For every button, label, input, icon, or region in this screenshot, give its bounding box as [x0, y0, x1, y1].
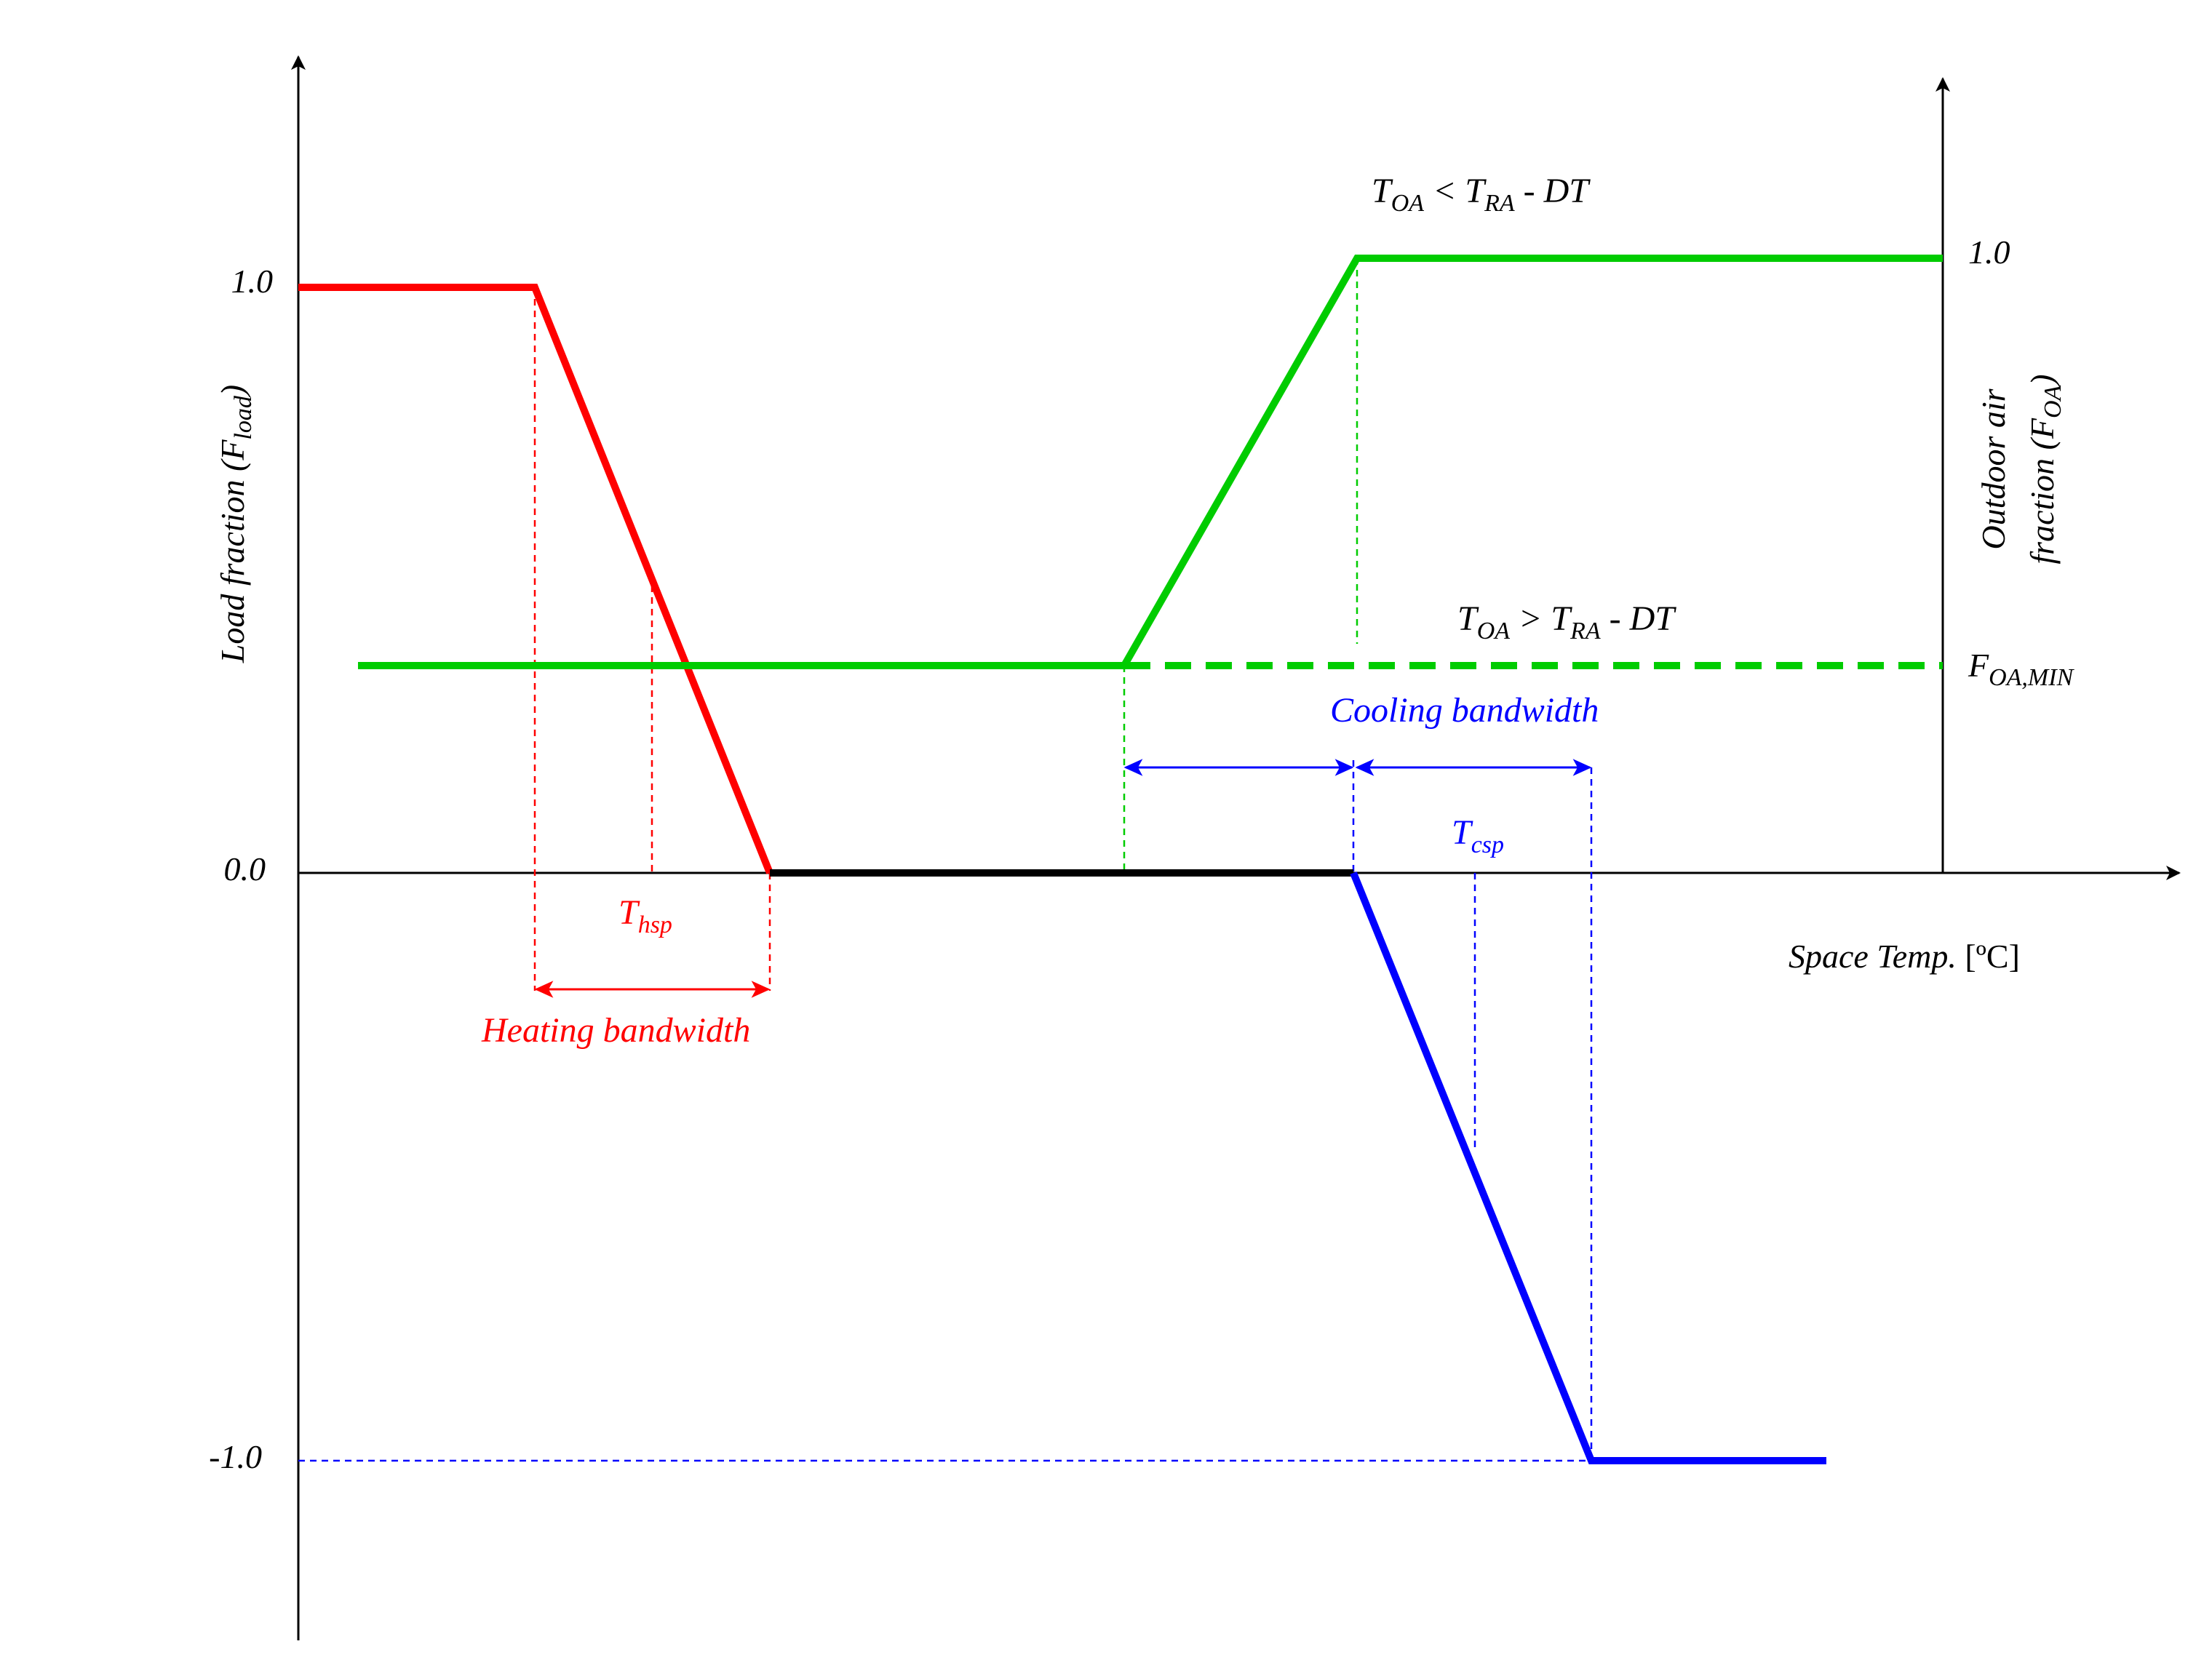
thsp-label: Thsp	[618, 893, 672, 938]
cooling-guides	[298, 760, 1593, 1462]
heating-bandwidth-label: Heating bandwidth	[481, 1011, 750, 1050]
tcsp-label: Tcsp	[1452, 813, 1504, 858]
right-tick-label-foa-min: FOA,MIN	[1968, 647, 2075, 691]
y-axis-label-right-line1: Outdoor air	[1975, 388, 2012, 549]
cooling-load-line	[1350, 871, 1826, 1464]
right-tick-label-1: 1.0	[1968, 234, 2010, 271]
heating-guides	[533, 287, 771, 991]
y-axis-label-right-line2: fraction (FOA)	[2024, 374, 2066, 564]
x-axis-label: Space Temp. [ºC]	[1789, 938, 2020, 975]
toa-greater-than-label: TOA > TRA - DT	[1457, 599, 1676, 645]
oa-economizer-line	[358, 255, 1943, 669]
tick-label-1: 1.0	[231, 263, 274, 300]
toa-less-than-label: TOA < TRA - DT	[1372, 172, 1591, 217]
cooling-bandwidth-label: Cooling bandwidth	[1330, 691, 1599, 730]
y-axis-label-left: Load fraction (Fload)	[214, 385, 257, 663]
tick-label-0: 0.0	[224, 850, 266, 887]
oa-guides	[1123, 258, 1358, 873]
tick-label-neg1: -1.0	[209, 1438, 262, 1475]
heating-load-line	[298, 284, 773, 874]
